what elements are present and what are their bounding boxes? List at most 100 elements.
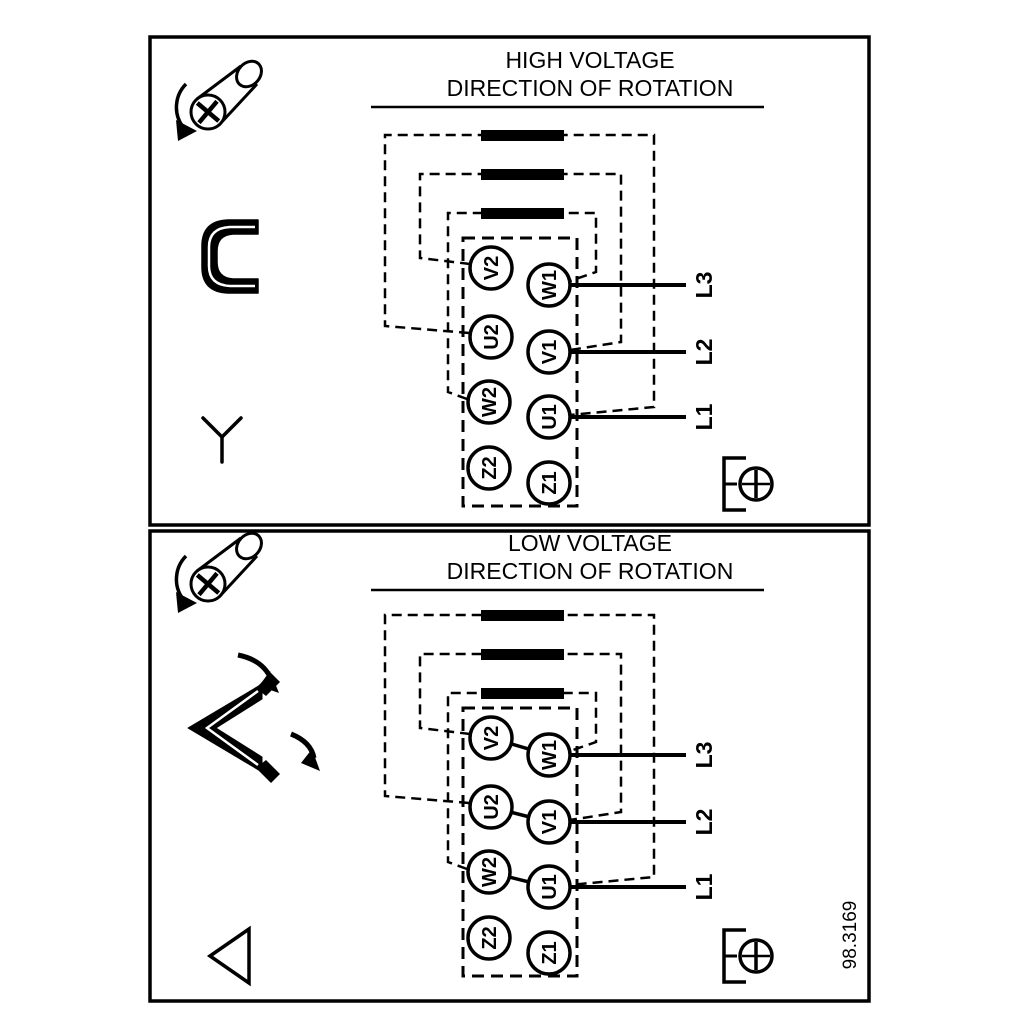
supply-line-label: L2	[691, 809, 717, 836]
winding-wire-v	[418, 172, 623, 352]
cross-arm	[195, 101, 221, 123]
delta-connection-icon	[206, 925, 251, 987]
terminal-w2: W2	[466, 849, 512, 895]
terminal-w1: W1	[526, 732, 572, 778]
terminal-circle	[468, 245, 514, 291]
terminal-label: W2	[479, 387, 501, 417]
terminal-label: W1	[539, 270, 561, 300]
rotation-arrow-head	[176, 120, 197, 141]
screw-end-cap	[235, 531, 263, 561]
terminal-circle	[466, 379, 512, 425]
terminal-circle	[468, 784, 514, 830]
terminal-screw-icon	[722, 456, 774, 512]
supply-line-l1: L1	[570, 403, 717, 430]
link-bar	[481, 130, 564, 141]
terminal-circle	[466, 849, 512, 895]
panel-title-line2: DIRECTION OF ROTATION	[447, 558, 734, 584]
terminal-label: Z2	[479, 456, 501, 479]
link-bars	[481, 130, 564, 219]
screw-end-cap	[235, 59, 263, 89]
terminal-z1: Z1	[526, 930, 572, 976]
terminal-label: V1	[539, 340, 561, 364]
terminal-u1: U1	[526, 394, 572, 440]
terminal-label: Z2	[479, 926, 501, 949]
link-end-bottom	[256, 760, 280, 783]
terminal-v1: V1	[526, 329, 572, 375]
terminal-w2: W2	[466, 379, 512, 425]
link-bar	[481, 610, 564, 621]
rotate-arrow-top-head	[259, 671, 279, 693]
supply-line-l3: L3	[570, 742, 717, 769]
supply-line-l2: L2	[570, 339, 717, 366]
terminal-label: U1	[539, 404, 561, 430]
terminal-u2: U2	[468, 784, 514, 830]
terminal-circle	[466, 445, 512, 491]
terminal-label: U2	[481, 794, 503, 820]
link-bar	[481, 169, 564, 180]
screw-body-edge	[196, 536, 242, 573]
terminal-w1: W1	[526, 262, 572, 308]
panel-low-voltage: LOW VOLTAGE DIRECTION OF ROTATION L3	[148, 529, 871, 1003]
terminal-circle	[466, 915, 512, 961]
link-chevron	[187, 683, 263, 773]
terminal-block-outline	[461, 706, 579, 978]
terminal-circle	[526, 864, 572, 910]
terminal-v1: V1	[526, 799, 572, 845]
terminal-circle	[526, 460, 572, 506]
star-arm	[220, 416, 243, 439]
supply-line-label: L3	[691, 742, 717, 769]
link-highlight	[207, 225, 255, 288]
terminal-circle	[526, 262, 572, 308]
part-number: 98.3169	[840, 901, 861, 970]
terminal-label: W1	[539, 740, 561, 770]
terminal-u2: U2	[468, 314, 514, 360]
terminal-circle	[526, 732, 572, 778]
supply-line-label: L3	[691, 272, 717, 299]
panel-title-line1: HIGH VOLTAGE	[505, 47, 674, 73]
link-bar	[481, 208, 564, 219]
supply-line-label: L1	[691, 873, 717, 900]
panel-high-voltage: HIGH VOLTAGE DIRECTION OF ROTATION L3 L2	[148, 35, 871, 527]
terminal-screw-icon	[722, 928, 774, 984]
terminal-z2: Z2	[466, 445, 512, 491]
terminal-v2: V2	[468, 245, 514, 291]
terminal-z1: Z1	[526, 460, 572, 506]
screw-rotation-icon	[174, 59, 263, 141]
terminal-circle	[526, 799, 572, 845]
terminal-label: U2	[481, 324, 503, 350]
terminal-v2: V2	[468, 715, 514, 761]
terminal-label: V2	[481, 256, 503, 280]
terminal-block-outline	[461, 236, 579, 508]
terminal-circle	[526, 329, 572, 375]
supply-line-l2: L2	[570, 809, 717, 836]
link-highlight	[204, 689, 259, 767]
terminal-circle	[468, 314, 514, 360]
delta-links-icon	[187, 652, 320, 783]
phillips-cross	[195, 571, 221, 597]
screw-rotation-icon	[174, 531, 263, 613]
link-body	[201, 219, 259, 294]
supply-line-label: L2	[691, 339, 717, 366]
supply-line-l3: L3	[570, 272, 717, 299]
terminal-label: U1	[539, 874, 561, 900]
rotate-arrow-bottom-head	[301, 749, 320, 771]
terminal-circle	[468, 715, 514, 761]
terminal-label: Z1	[539, 941, 561, 964]
supply-line-l1: L1	[570, 873, 717, 900]
star-connection-icon	[201, 416, 243, 464]
star-arm	[201, 416, 224, 439]
phillips-cross	[195, 99, 221, 125]
terminal-label: V1	[539, 810, 561, 834]
terminal-u1: U1	[526, 864, 572, 910]
terminal-label: Z1	[539, 471, 561, 494]
terminal-z2: Z2	[466, 915, 512, 961]
panel-title-line1: LOW VOLTAGE	[508, 530, 672, 556]
link-bar	[481, 688, 564, 699]
terminal-circle	[526, 394, 572, 440]
screw-body-edge	[196, 64, 242, 101]
link-bars	[481, 610, 564, 699]
link-bar	[481, 649, 564, 660]
terminal-label: V2	[481, 726, 503, 750]
